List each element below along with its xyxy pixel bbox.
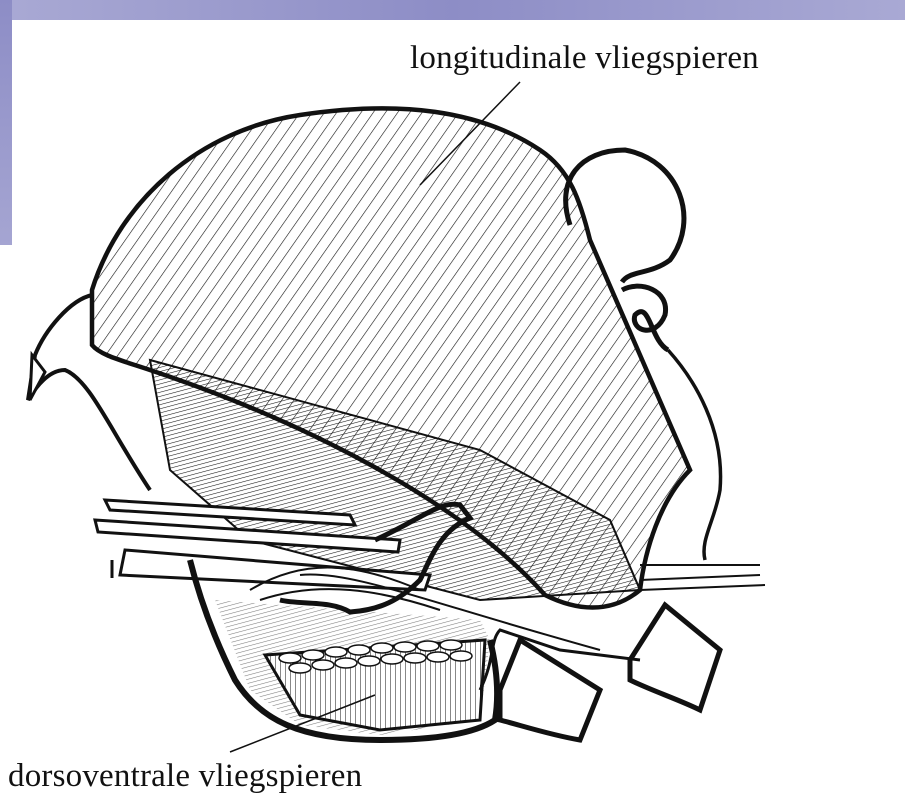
tendon-right [640,565,765,590]
leg-base-1 [500,640,600,740]
thorax-left-tip [30,355,45,400]
label-dorsoventral-flight-muscles: dorsoventrale vliegspieren [8,760,362,793]
label-longitudinal-flight-muscles: longitudinale vliegspieren [410,42,759,75]
leg-base-2 [630,605,720,710]
